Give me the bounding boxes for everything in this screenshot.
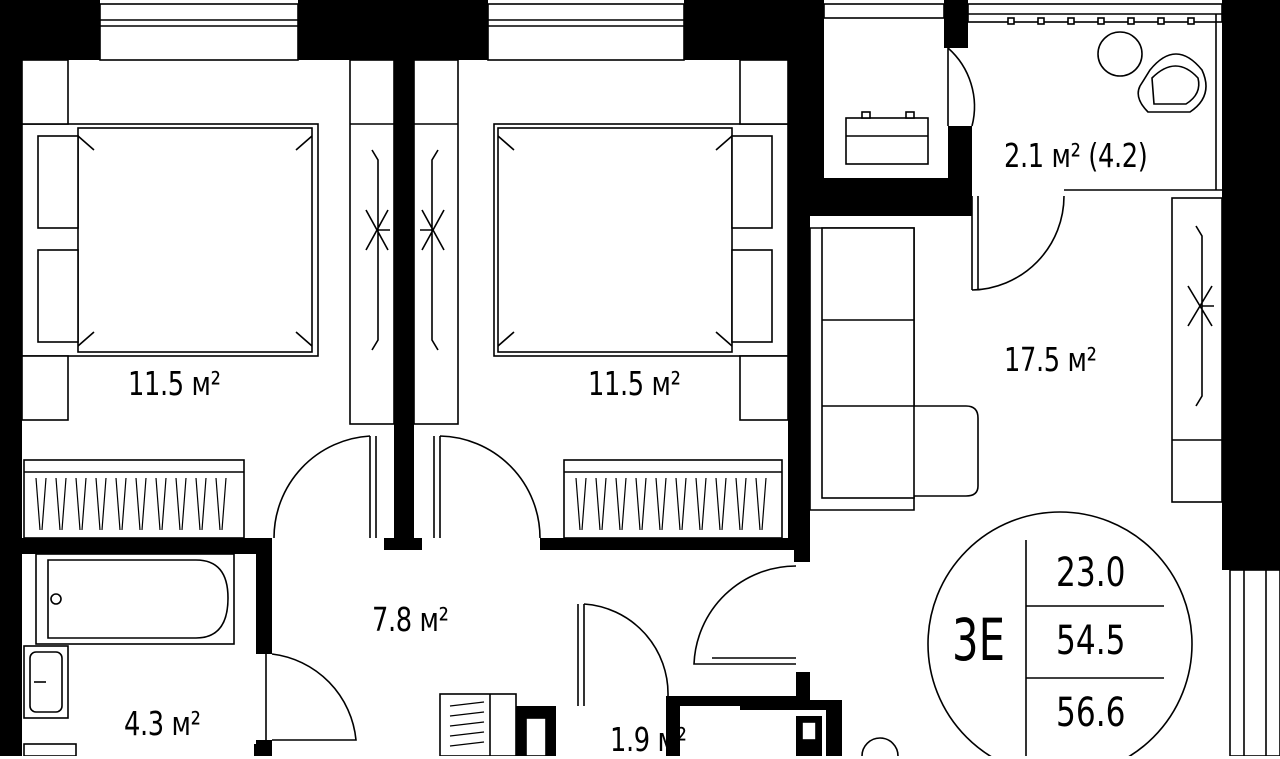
living-room-furniture [693,197,1223,665]
top-wall-right [684,0,822,60]
nightstand-1a [21,59,69,125]
living-top-wall [810,178,972,216]
apartment-code: 3E [952,606,1005,674]
nightstand-1b [21,355,69,421]
bath-drain [50,593,62,605]
dresser-1-pattern [35,477,227,531]
balcony-door [947,47,976,127]
badge-living-area: 23.0 [1056,550,1126,596]
windows [99,3,1280,756]
pillow-1b [37,249,79,343]
bedrooms-bottom-wall-left [22,538,272,554]
balcony-furniture [845,31,1207,291]
toilet-bowl [861,737,899,756]
living-balcony-door [971,195,1065,291]
dresser-2-pattern [575,477,767,531]
dresser-1 [23,459,245,539]
bedroom-1-door [273,435,371,539]
toilet-wall-right [666,696,680,756]
hallway-area: 7.8 м² [372,600,449,639]
balcony-chair [1137,53,1207,113]
bedroom-2-door [439,435,541,539]
bedroom-2-area: 11.5 м² [588,364,681,403]
right-outer-wall [1222,0,1280,570]
window-bedroom-2 [487,3,685,61]
riser-inner [801,721,817,741]
bathroom-area: 4.3 м² [124,704,201,743]
bathroom-right-wall [256,538,272,654]
closet-wall-3 [826,700,842,756]
badge-full-area: 56.6 [1056,690,1126,736]
bedroom2-wall-stub [794,538,810,562]
bathroom-door [271,653,357,741]
bath-lower-wall [254,744,272,756]
living-wardrobe [1171,197,1223,503]
balcony-round-table [1097,31,1143,77]
toilet-wall-far [740,696,800,710]
dresser-2 [563,459,783,539]
bedroom-partition [394,60,414,538]
pillow-1a [37,135,79,229]
toilet-wall-top [666,696,740,706]
bedrooms-bottom-wall-mid [384,538,422,550]
top-wall-mid [298,0,488,60]
left-outer-wall [0,0,22,756]
balcony-area: 2.1 м² (4.2) [1004,136,1148,175]
toilet-area: 1.9 м² [610,720,687,759]
window-bedroom-1 [99,3,299,61]
balcony-left-wall [810,0,824,178]
closet-wall-1 [796,672,810,700]
pillow-2a [731,135,773,229]
wardrobe-1 [349,59,395,425]
wardrobe-2 [413,59,459,425]
nightstand-2a [739,59,789,125]
balcony-table [845,117,929,165]
pillow-2b [731,249,773,343]
balcony-glazing [967,3,1223,23]
washer [23,743,77,756]
nightstand-2b [739,355,789,421]
window-living-room [1229,569,1280,756]
bedrooms-bottom-wall-right [540,538,810,550]
hallway-fixtures [439,603,899,756]
toilet-wall-inner [525,717,547,756]
bedroom-2-furniture [413,59,789,539]
bathtub [35,553,235,645]
living-room-area: 17.5 м² [1004,340,1097,379]
bedroom2-right-wall [788,60,810,538]
bedroom-1-area: 11.5 м² [128,364,221,403]
living-room-door [693,565,797,665]
apartment-badge [927,511,1193,756]
balcony-top-stub [944,0,968,48]
badge-total-area: 54.5 [1056,618,1126,664]
bedroom-1-furniture [21,59,395,539]
window-balcony [823,3,945,19]
bathroom-fixtures [23,553,357,756]
toilet-door [583,603,669,706]
closet-wall-2 [796,700,842,710]
